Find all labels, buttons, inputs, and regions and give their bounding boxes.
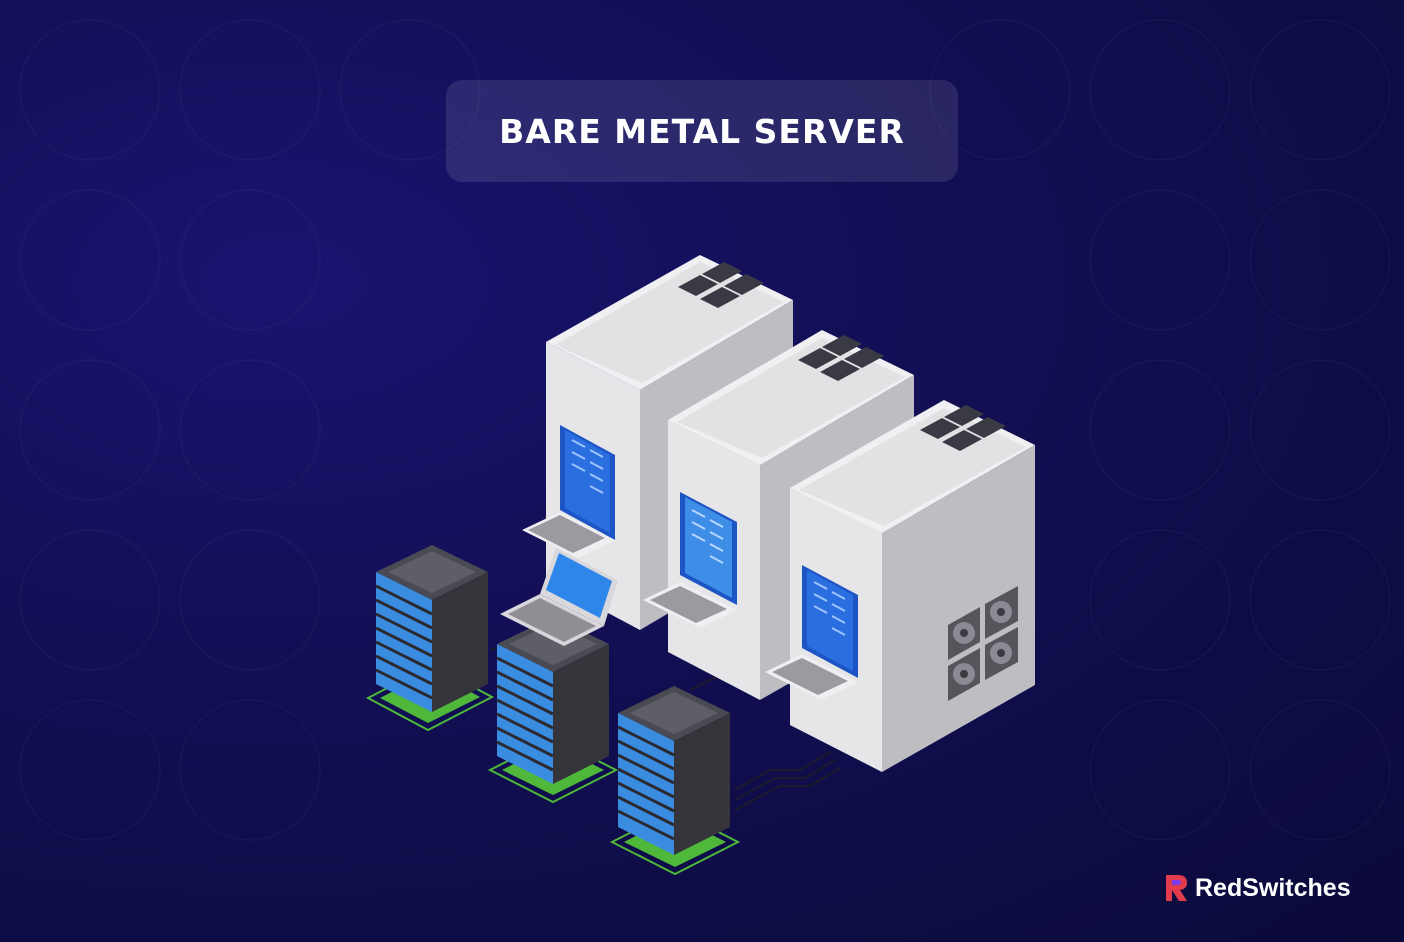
vent-icon — [920, 405, 1006, 451]
server-tower-3 — [765, 400, 1035, 772]
vent-icon — [678, 262, 764, 308]
brand-logo[interactable]: RedSwitches — [1163, 870, 1351, 906]
title-banner: BARE METAL SERVER — [446, 80, 958, 182]
server-rack-2 — [487, 617, 619, 804]
fan-icon — [948, 586, 1018, 701]
vent-icon — [798, 335, 884, 381]
server-rack-1 — [365, 545, 495, 732]
redswitches-logo-icon — [1166, 875, 1187, 901]
page-title: BARE METAL SERVER — [499, 111, 905, 151]
laptop-icon — [500, 548, 618, 646]
server-rack-3 — [609, 686, 741, 876]
brand-name: RedSwitches — [1195, 873, 1351, 902]
